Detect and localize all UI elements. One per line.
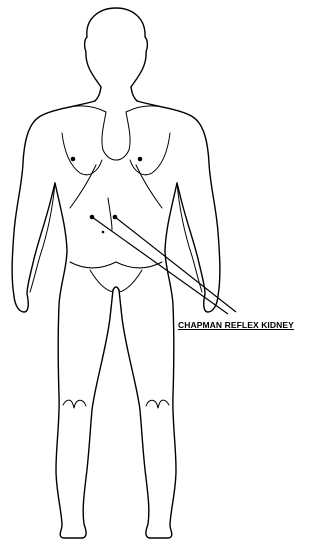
- chapman-reflex-label: CHAPMAN REFLEX KIDNEY: [178, 320, 294, 330]
- groin-left: [90, 270, 113, 292]
- lower-abdomen: [70, 262, 162, 268]
- nipple-left-dot: [71, 157, 76, 162]
- knee-left: [63, 400, 86, 408]
- clavicle-left: [66, 106, 106, 112]
- groin-right: [119, 270, 142, 292]
- ribcage-left: [70, 165, 96, 208]
- sternum: [102, 112, 130, 160]
- navel-dot: [102, 231, 105, 234]
- pectoral-right: [130, 133, 170, 175]
- waist-left: [55, 183, 67, 395]
- body-outline-right: [137, 101, 220, 312]
- clavicle-right: [126, 106, 166, 112]
- ribcage-right: [136, 165, 162, 208]
- waist-right: [165, 183, 177, 395]
- head-outline: [85, 8, 148, 87]
- knee-right: [146, 400, 169, 408]
- neck-outline: [95, 87, 137, 101]
- leg-left: [56, 290, 113, 538]
- body-outline-left: [12, 101, 95, 312]
- nipple-right-dot: [138, 157, 143, 162]
- crotch: [113, 287, 119, 290]
- pectoral-left: [62, 133, 102, 175]
- leg-right: [119, 290, 176, 538]
- abdomen-line: [108, 198, 112, 230]
